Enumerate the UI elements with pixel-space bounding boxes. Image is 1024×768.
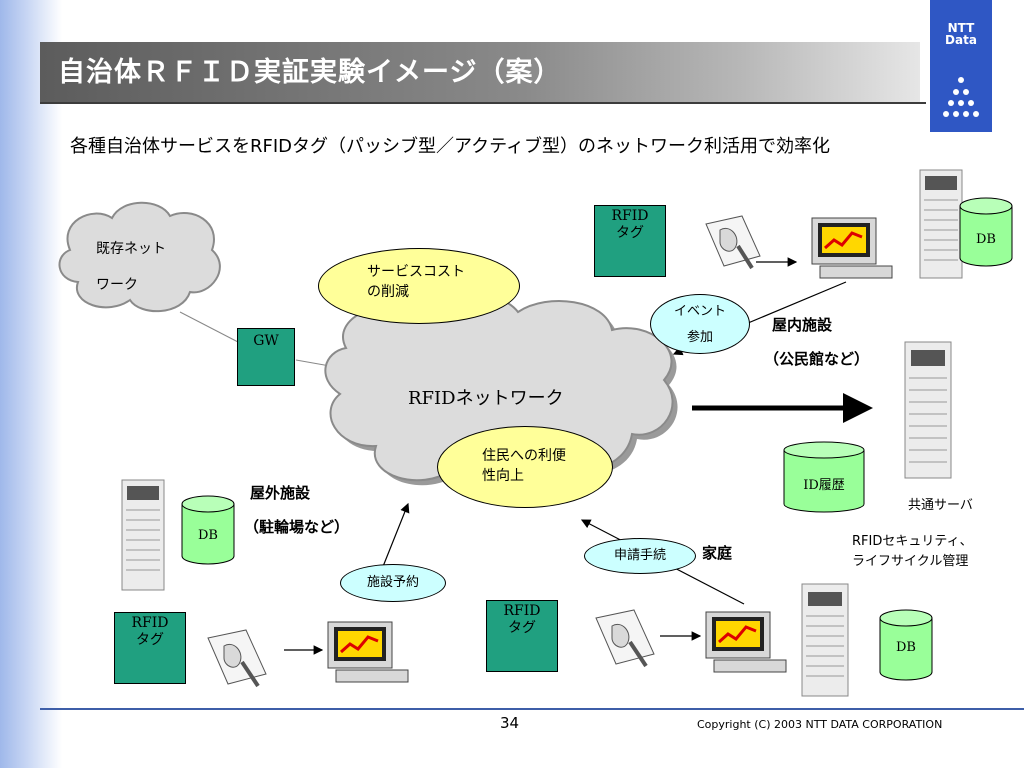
indoor-label-1: 屋内施設 <box>772 316 833 334</box>
security-label-1: RFIDセキュリティ、 <box>852 534 973 549</box>
server-tower-home-icon <box>801 583 849 697</box>
server-tower-common-icon <box>904 341 952 479</box>
footer-line <box>40 708 1024 710</box>
convenience-oval: 住民への利便 性向上 <box>437 426 613 508</box>
event-line2: 参加 <box>686 330 713 345</box>
home-label: 家庭 <box>702 544 733 562</box>
rfid-reader-top-icon <box>705 215 761 270</box>
subtitle: 各種自治体サービスをRFIDタグ（パッシブ型／アクティブ型）のネットワーク利活用… <box>70 136 831 157</box>
service-cost-oval: サービスコスト の削減 <box>318 248 520 324</box>
db-label-top: DB <box>976 232 996 247</box>
common-server-label: 共通サーバ <box>908 498 973 513</box>
rfid-tag-home-line1: RFID <box>503 603 541 619</box>
pc-monitor-home-icon <box>705 611 787 673</box>
rfid-tag-outdoor-line1: RFID <box>131 615 169 631</box>
rfid-tag-box-home: RFID タグ <box>486 600 558 672</box>
id-history-cylinder-icon <box>783 441 865 513</box>
convenience-line2: 性向上 <box>482 468 524 484</box>
existing-network-cloud <box>58 201 221 313</box>
pc-monitor-outdoor-icon <box>327 621 409 683</box>
existing-network-label-2: ワーク <box>96 277 138 293</box>
event-oval: イベント 参加 <box>650 294 750 354</box>
server-tower-top-icon <box>919 169 963 279</box>
rfid-tag-box-outdoor: RFID タグ <box>114 612 186 684</box>
security-label-2: ライフサイクル管理 <box>852 554 969 569</box>
title-underline <box>40 102 926 104</box>
db-label-outdoor: DB <box>198 528 218 543</box>
page-title: 自治体ＲＦＩＤ実証実験イメージ（案） <box>58 57 562 88</box>
server-tower-outdoor-icon <box>121 479 165 591</box>
existing-network-label-1: 既存ネット <box>96 241 166 257</box>
rfid-reader-home-icon <box>595 609 655 668</box>
outdoor-label-2: （駐輪場など） <box>244 518 350 536</box>
page-number: 34 <box>500 714 520 732</box>
indoor-label-2: （公民館など） <box>764 350 870 368</box>
db-cylinder-outdoor-icon <box>181 495 235 565</box>
db-cylinder-top-icon <box>959 197 1013 267</box>
db-cylinder-home-icon <box>879 609 933 681</box>
rfid-network-label: RFIDネットワーク <box>408 388 564 409</box>
event-line1: イベント <box>673 304 726 319</box>
left-gradient-bar <box>0 0 62 768</box>
outdoor-label-1: 屋外施設 <box>250 484 311 502</box>
application-oval: 申請手続 <box>584 538 696 574</box>
rfid-tag-outdoor-line2: タグ <box>136 632 164 648</box>
logo-dots-icon <box>943 77 979 117</box>
rfid-tag-box-top: RFID タグ <box>594 205 666 277</box>
pc-monitor-top-icon <box>811 217 893 279</box>
id-history-label: ID履歴 <box>803 478 845 493</box>
copyright: Copyright (C) 2003 NTT DATA CORPORATION <box>697 718 943 731</box>
rfid-tag-top-line1: RFID <box>611 208 649 224</box>
nttdata-logo <box>930 0 992 132</box>
logo-line2: Data <box>945 33 977 47</box>
rfid-reader-outdoor-icon <box>207 629 267 688</box>
service-cost-line1: サービスコスト <box>367 264 465 280</box>
rfid-tag-home-line2: タグ <box>508 620 536 636</box>
gw-box: GW <box>237 328 295 386</box>
db-label-home: DB <box>896 640 916 655</box>
facility-booking-oval: 施設予約 <box>340 564 446 602</box>
logo-text: NTT Data <box>930 22 992 46</box>
rfid-tag-top-line2: タグ <box>616 225 644 241</box>
service-cost-line2: の削減 <box>367 284 409 300</box>
convenience-line1: 住民への利便 <box>482 448 566 464</box>
logo-line1: NTT <box>947 21 975 35</box>
title-bar <box>40 42 920 102</box>
